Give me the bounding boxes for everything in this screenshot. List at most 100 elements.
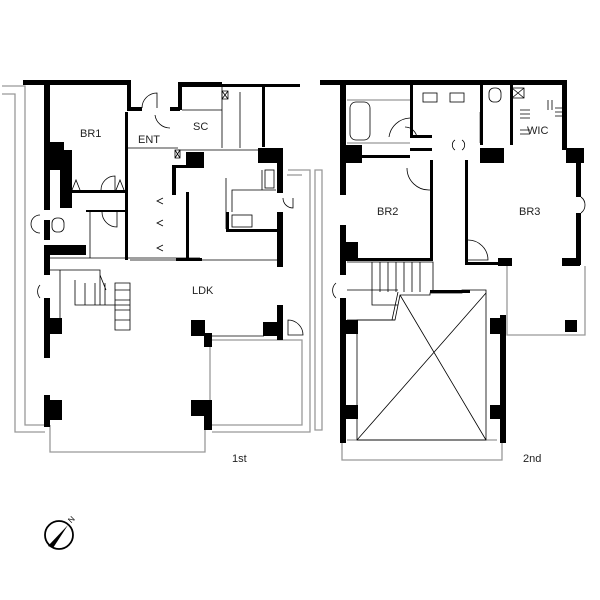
wall [222, 84, 300, 87]
north-label: N [66, 514, 77, 525]
wall [465, 262, 505, 265]
wall [277, 148, 283, 193]
sink-icon [231, 214, 253, 228]
wall [340, 85, 346, 145]
column [44, 318, 62, 334]
toilet-icon [488, 87, 502, 103]
wall [430, 160, 433, 260]
door-terrace[interactable] [287, 319, 304, 336]
wall [410, 135, 432, 138]
column [340, 405, 358, 419]
terrace-outer [212, 169, 311, 433]
partition [126, 87, 262, 151]
wall [277, 212, 283, 267]
wall [480, 85, 483, 145]
door-br1[interactable] [100, 175, 116, 191]
bathtub-icon [349, 101, 371, 141]
column [490, 405, 506, 419]
wall [70, 190, 127, 193]
column [340, 242, 358, 260]
wall [345, 258, 433, 261]
wall [346, 155, 410, 158]
wall [23, 80, 130, 85]
wall [430, 290, 470, 293]
wall [178, 82, 182, 110]
column [186, 152, 204, 166]
column [191, 400, 205, 416]
wall [510, 85, 513, 145]
bay-outline [49, 425, 206, 453]
column [340, 145, 362, 163]
door-wc-2nd[interactable] [404, 126, 418, 139]
void-outline [341, 440, 503, 461]
wall [44, 170, 50, 210]
counter-wall [226, 229, 278, 232]
door-balcony-br3[interactable] [580, 196, 586, 214]
duct-icon [174, 149, 181, 159]
column [204, 333, 212, 347]
door-br2[interactable] [406, 167, 431, 191]
void-opening [356, 289, 487, 441]
wall [500, 315, 506, 443]
door-wc[interactable] [30, 214, 41, 234]
partition [50, 170, 280, 261]
balcony-outline-left [2, 93, 45, 433]
wall [176, 258, 202, 261]
sink-icon [422, 92, 438, 103]
door-kitchen[interactable] [282, 197, 294, 209]
wall [44, 220, 50, 240]
column [44, 142, 64, 170]
wall [127, 80, 131, 110]
door-bath[interactable] [388, 117, 411, 138]
column [565, 320, 577, 332]
wall [410, 148, 432, 151]
second-floor-plan: BR2 BR3 WIC 2nd [314, 80, 586, 465]
sink-icon [449, 92, 465, 103]
room-label-br1: BR1 [80, 128, 101, 140]
counter-wall [226, 212, 229, 232]
door-sc[interactable] [154, 114, 171, 129]
wall [320, 80, 325, 83]
wall [320, 80, 565, 85]
wall [125, 112, 128, 260]
wall [262, 84, 265, 147]
column [480, 148, 504, 163]
wall [127, 107, 142, 111]
column [258, 148, 283, 163]
balcony-outline-left [314, 169, 323, 431]
door-balcony-2nd[interactable] [332, 282, 337, 299]
column [340, 320, 358, 334]
door-linen[interactable] [451, 139, 466, 151]
wall [44, 395, 50, 427]
room-label-br2: BR2 [377, 206, 398, 218]
column [263, 322, 283, 336]
wall [410, 85, 413, 135]
closet-marks [71, 178, 164, 252]
duct-icon [221, 90, 229, 100]
column [204, 400, 212, 430]
door-bath[interactable] [101, 211, 118, 228]
room-label-br3: BR3 [519, 206, 540, 218]
wall [178, 82, 222, 87]
wall [562, 80, 567, 150]
column [566, 148, 584, 163]
terrace-outline [212, 339, 303, 426]
room-label-ldk: LDK [192, 285, 214, 297]
wall [44, 245, 86, 255]
door-entrance[interactable] [141, 92, 158, 109]
stairs-2nd [347, 261, 434, 321]
column [191, 320, 205, 336]
wall [576, 160, 581, 197]
hanger-marks [520, 100, 563, 135]
door-stair[interactable] [37, 284, 41, 299]
wall [465, 160, 468, 265]
toilet-icon [51, 217, 65, 233]
floor-label-1st: 1st [232, 453, 247, 465]
wall [340, 298, 346, 443]
wall [172, 165, 204, 168]
floor-label-2nd: 2nd [523, 453, 541, 465]
wall [44, 255, 50, 275]
room-label-wic: WIC [527, 125, 548, 137]
door-br3[interactable] [467, 239, 489, 261]
